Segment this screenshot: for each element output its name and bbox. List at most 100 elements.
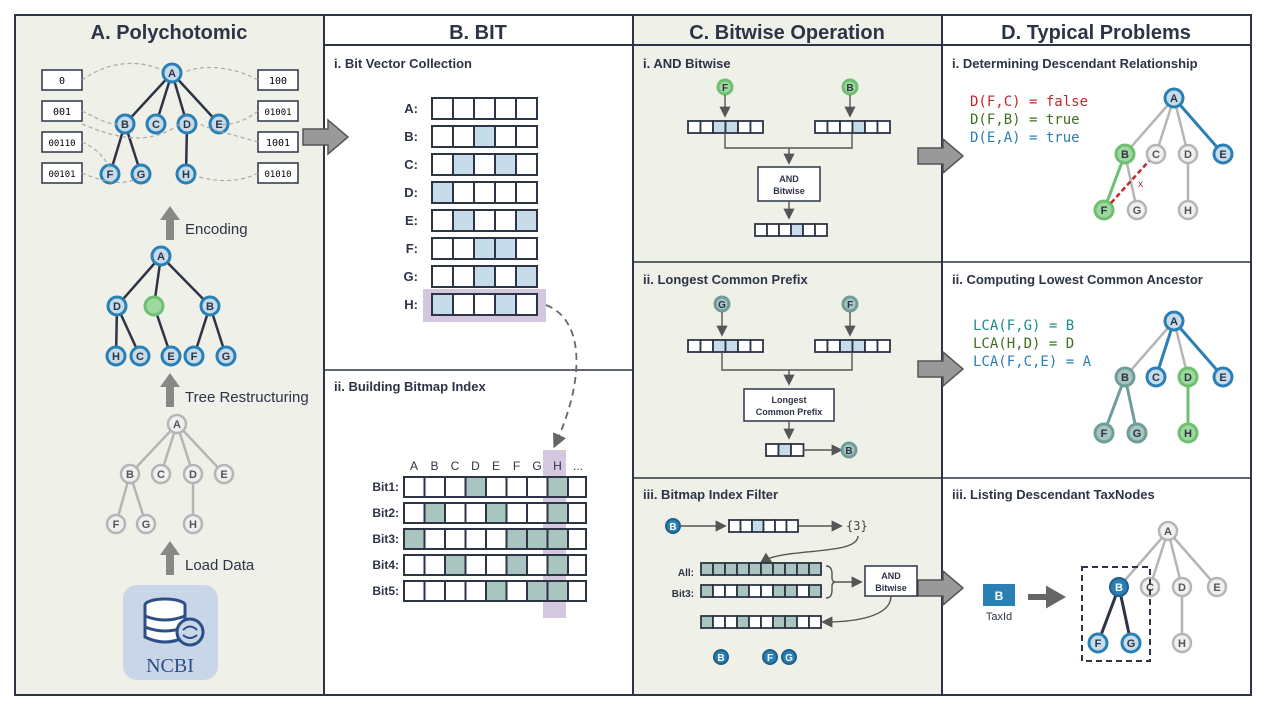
code-left-2: 001 (53, 107, 71, 118)
tree-node-d: D (1177, 366, 1199, 388)
ncbi-text: NCBI (146, 655, 194, 677)
bit-cell (452, 125, 475, 148)
tree-node-c: C (150, 463, 172, 485)
bitmap-col-label: C (451, 459, 460, 473)
tree-node-f: F (1093, 422, 1115, 444)
bitmap-cell (485, 554, 508, 576)
bitmap-cell (403, 528, 426, 550)
vector-label: E: (405, 213, 418, 228)
node-label: E (215, 119, 222, 131)
bit-cell (790, 443, 805, 457)
bitmap-cell (505, 580, 528, 602)
bit-cell (784, 584, 798, 598)
tree-node-a: A (1163, 310, 1185, 332)
node-label: D (1184, 149, 1192, 161)
bit-cell (515, 209, 538, 232)
node-label: B (717, 653, 724, 664)
node-label: F (113, 519, 120, 531)
node-label: B (121, 119, 129, 131)
bit-cell (473, 153, 496, 176)
tree-node-h: H (1177, 422, 1199, 444)
node-label: B (206, 301, 214, 313)
operation-label: AND (779, 174, 799, 184)
node-label: H (112, 351, 120, 363)
bitmap-cell (567, 476, 587, 498)
bitmap-col-label: B (430, 459, 438, 473)
bit-cell (760, 562, 774, 576)
tree-node-e: E (213, 463, 235, 485)
bitmap-cell (505, 502, 528, 524)
tree-node-c: C (145, 113, 167, 135)
tree-node-f: F (1087, 632, 1109, 654)
tree-node-g: G (1126, 422, 1148, 444)
bit-cell (431, 181, 454, 204)
bit-cell (739, 519, 753, 533)
tree-node-f: F (99, 163, 121, 185)
bit-cell (452, 181, 475, 204)
bit-cell (748, 584, 762, 598)
bitmap-cell (567, 554, 587, 576)
bit-cell (737, 339, 752, 353)
bitmap-cell (526, 528, 549, 550)
vector-label: A: (404, 101, 418, 116)
node-label: F (847, 300, 853, 311)
code-right-4: 01010 (264, 170, 291, 180)
bit-cell (876, 120, 891, 134)
bit-cell (772, 615, 786, 629)
tree-node-e: E (208, 113, 230, 135)
panel-a-title: A. Polychotomic (91, 22, 248, 44)
bit-cell (796, 615, 810, 629)
tree-node-h: H (1177, 199, 1199, 221)
bitmap-cell (567, 580, 587, 602)
tree-node-b: B (119, 463, 141, 485)
bitmap-col-label: E (492, 459, 500, 473)
taxid-box (983, 584, 1015, 606)
edge (171, 72, 220, 125)
bit-cell (699, 120, 714, 134)
bit-cell (839, 339, 854, 353)
bit-cell (494, 293, 517, 316)
bit-cell (724, 615, 738, 629)
bitmap-cell (505, 528, 528, 550)
node-label: D (189, 469, 197, 481)
bit-cell (814, 120, 829, 134)
operation-label: Common Prefix (756, 407, 823, 417)
node-label: F (107, 169, 114, 181)
edge (1167, 530, 1218, 588)
bitmap-col-label: G (532, 459, 541, 473)
bit-cell (687, 120, 702, 134)
node-label: E (1213, 582, 1220, 594)
bitmap-cell (485, 502, 508, 524)
bit-cell (772, 562, 786, 576)
bit-cell (699, 339, 714, 353)
bit-cell (452, 265, 475, 288)
bit-cell (515, 265, 538, 288)
tree-node-b: B (1114, 366, 1136, 388)
bitmap-cell (444, 528, 467, 550)
node-label: B (846, 83, 853, 94)
bit-cell (724, 584, 738, 598)
bit-cell (452, 209, 475, 232)
bit-cell (452, 97, 475, 120)
code-left-4: 00101 (48, 170, 75, 180)
tree-node-a: A (1163, 87, 1185, 109)
tree-node-h: H (1171, 632, 1193, 654)
bit-cell (473, 237, 496, 260)
vector-label: G: (404, 269, 418, 284)
panel-c-sub1: i. AND Bitwise (643, 56, 731, 71)
bitmap-cell (526, 554, 549, 576)
node-label: D (113, 301, 121, 313)
bit-cell (785, 519, 799, 533)
bit-cell (736, 584, 750, 598)
edge (1124, 320, 1175, 378)
tree-node-g: G (215, 345, 237, 367)
d-line-2: D(F,B) = true (970, 112, 1080, 128)
edge (124, 72, 173, 125)
tree-node-e: E (1212, 366, 1234, 388)
bitmap-cell (444, 580, 467, 602)
bit-cell (431, 153, 454, 176)
code-right-3: 1001 (266, 138, 290, 149)
